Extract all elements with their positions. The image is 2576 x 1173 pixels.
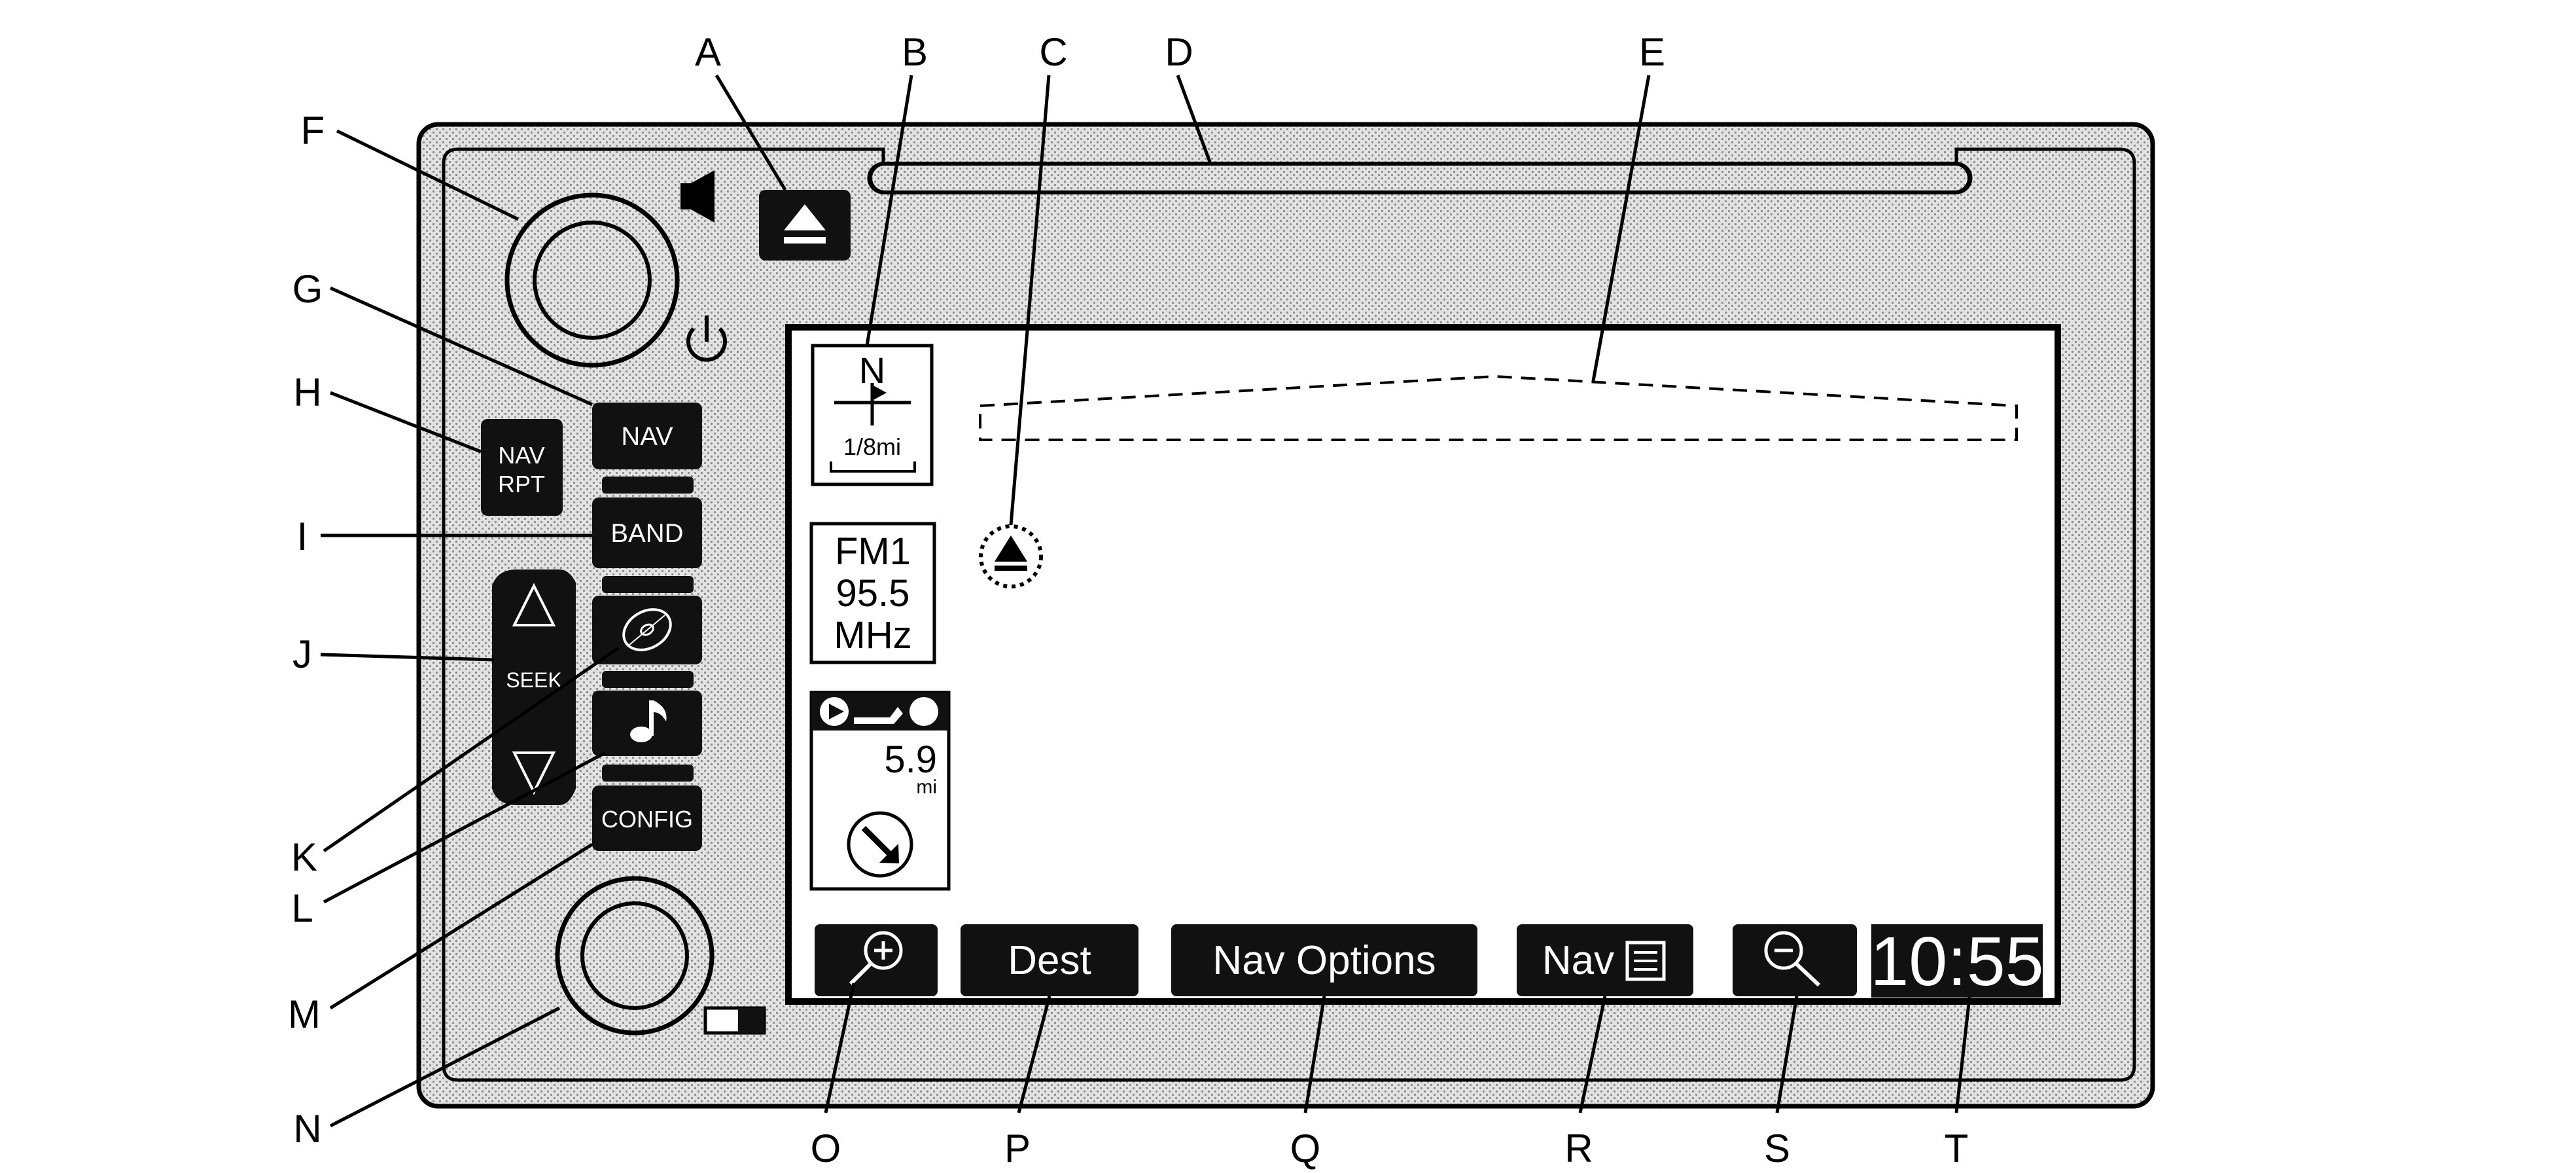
volume-power-knob[interactable] [504,192,680,368]
seek-down-icon[interactable] [512,751,556,795]
callout-a: A [695,30,721,74]
callout-j: J [292,632,312,676]
callout-l: L [291,886,313,930]
tune-knob[interactable] [555,876,715,1036]
eject-button[interactable] [759,190,851,261]
turn-distance: 5.9 [884,738,937,781]
band-button[interactable]: BAND [592,497,702,568]
audio-source-box[interactable]: FM1 95.5 MHz [809,522,936,664]
callout-c: C [1039,30,1067,74]
button-separator [602,765,694,782]
destination-button-label: Dest [1008,938,1091,983]
seek-label: SEEK [506,668,561,692]
cd-icon [622,608,672,651]
callout-h: H [293,370,321,414]
band-button-label: BAND [610,519,683,548]
nav-button-label: NAV [621,422,673,451]
zoom-in-icon [849,931,903,986]
turn-info-box[interactable]: 5.9 mi [809,691,951,891]
callout-r: R [1564,1127,1593,1170]
north-arrow-icon [872,385,887,401]
nav-repeat-label-bottom: RPT [498,471,545,497]
band-name: FM1 [835,530,911,573]
zoom-out-icon [1764,931,1821,987]
button-separator [602,477,694,494]
callout-p: P [1004,1127,1031,1170]
nav-list-button[interactable]: Nav [1517,924,1693,996]
nav-list-button-label: Nav [1542,938,1614,983]
callout-e: E [1639,30,1665,74]
button-separator [602,671,694,688]
zoom-out-button[interactable] [1733,924,1857,996]
turn-distance-unit: mi [916,776,937,798]
callout-i: I [297,514,308,558]
callout-k: K [291,835,317,879]
eject-icon [784,204,826,244]
vehicle-position-icon [979,524,1043,588]
music-button[interactable] [592,691,702,756]
speaker-icon [680,170,715,223]
callout-m: M [288,992,321,1036]
leader-lines [320,74,1971,1128]
config-button-label: CONFIG [601,806,693,833]
nav-button[interactable]: NAV [592,403,702,469]
frequency: 95.5 [836,572,910,615]
info-display-area [979,374,2018,441]
callout-labels: A B C D E F G H I J K L M N O P Q R S T [288,30,1968,1170]
turn-arrow-icon [847,811,913,878]
callout-b: B [902,30,928,74]
frequency-unit: MHz [834,614,911,657]
cd-button[interactable] [592,596,702,664]
map-scale-label: 1/8mi [843,433,901,460]
disc-slot[interactable] [868,162,1971,194]
callout-o: O [811,1127,841,1170]
callout-q: Q [1290,1127,1321,1170]
seek-up-icon[interactable] [512,583,556,626]
power-icon [686,316,727,362]
navigation-screen[interactable] [785,324,2061,1005]
nav-repeat-label-top: NAV [498,442,544,469]
nav-options-button-label: Nav Options [1212,938,1436,983]
destination-button[interactable]: Dest [961,924,1138,996]
callout-d: D [1165,30,1193,74]
callout-s: S [1764,1127,1790,1170]
list-icon [1625,941,1666,981]
clock-time: 10:55 [1870,923,2043,1000]
clock-display: 10:55 [1870,923,2043,1000]
aux-jack [703,1006,766,1035]
callout-n: N [293,1107,321,1151]
music-note-icon [630,700,667,742]
zoom-in-button[interactable] [815,924,938,996]
nav-options-button[interactable]: Nav Options [1171,924,1477,996]
callout-t: T [1945,1127,1969,1170]
nav-repeat-button[interactable]: NAV RPT [481,419,563,516]
config-button[interactable]: CONFIG [592,785,702,851]
callout-f: F [301,109,325,153]
seek-rocker[interactable]: SEEK [492,569,576,805]
button-separator [602,576,694,593]
map-scale-compass[interactable]: N 1/8mi [811,344,934,486]
callout-g: G [292,267,323,311]
